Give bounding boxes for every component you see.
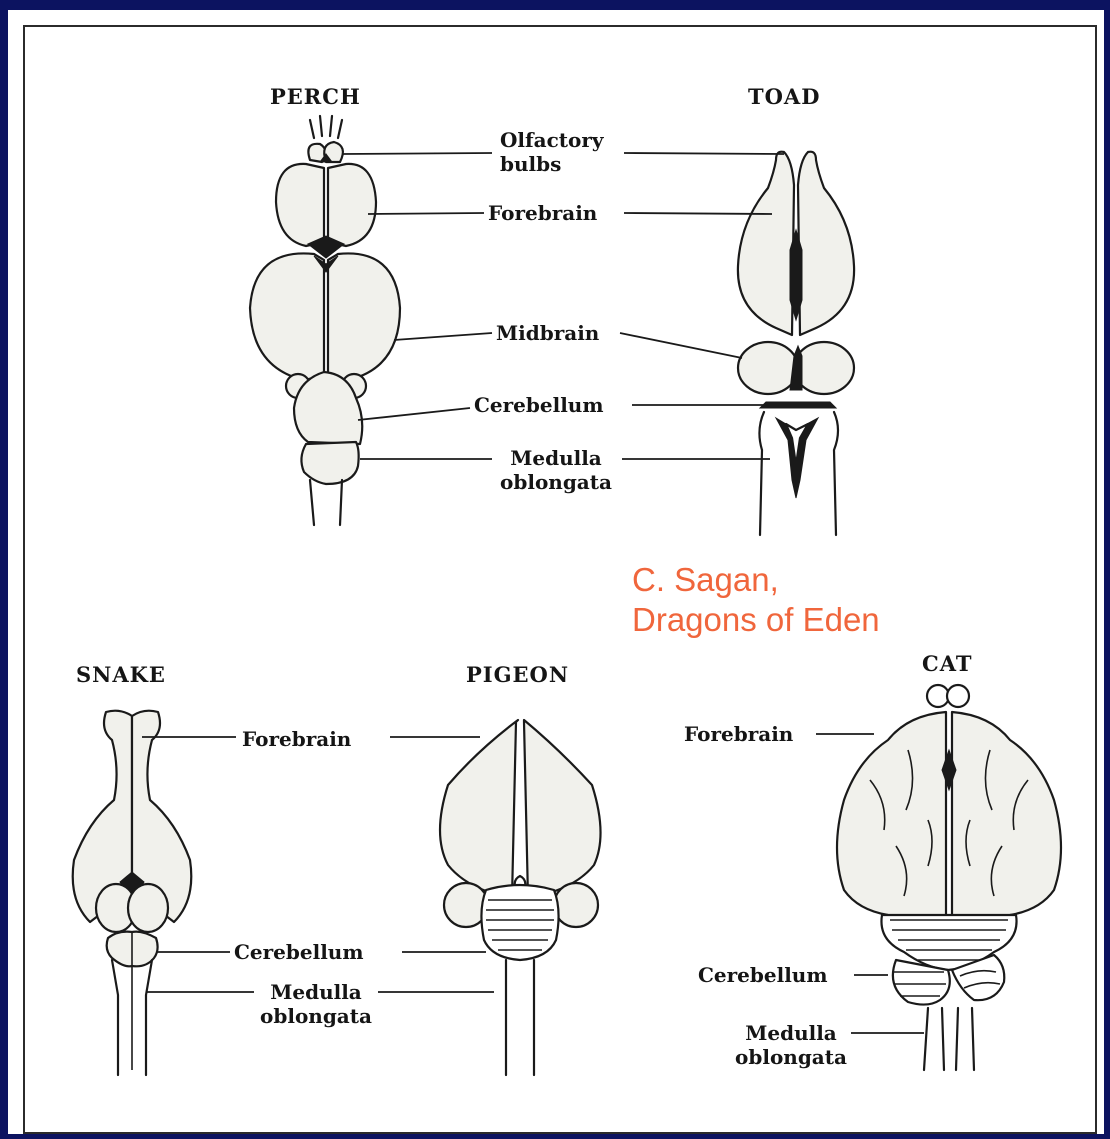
medulla-label-bottom: Medulla oblongata xyxy=(256,980,376,1028)
reference-citation: C. Sagan, Dragons of Eden xyxy=(632,560,880,640)
cat-medulla-line-1: Medulla xyxy=(732,1021,850,1045)
medulla-bottom-line-1: Medulla xyxy=(256,980,376,1004)
perch-title: PERCH xyxy=(270,84,361,109)
medulla-bottom-line-2: oblongata xyxy=(256,1004,376,1028)
medulla-label-top: Medulla oblongata xyxy=(494,446,618,494)
forebrain-label-top: Forebrain xyxy=(488,201,597,225)
cat-medulla-label: Medulla oblongata xyxy=(732,1021,850,1069)
pigeon-brain xyxy=(440,720,601,1075)
cerebellum-label-bottom: Cerebellum xyxy=(234,940,364,964)
pigeon-title: PIGEON xyxy=(466,662,569,687)
olfactory-line-1: Olfactory xyxy=(500,128,620,152)
olfactory-line-2: bulbs xyxy=(500,152,620,176)
cerebellum-label-top: Cerebellum xyxy=(474,393,604,417)
reference-line-2: Dragons of Eden xyxy=(632,600,880,640)
figure-panel: PERCH TOAD SNAKE PIGEON CAT Olfactory bu… xyxy=(8,10,1104,1134)
cat-title: CAT xyxy=(922,651,973,676)
forebrain-label-bottom: Forebrain xyxy=(242,727,351,751)
cat-medulla-line-2: oblongata xyxy=(732,1045,850,1069)
medulla-top-line-1: Medulla xyxy=(494,446,618,470)
snake-brain xyxy=(73,711,192,1075)
snake-title: SNAKE xyxy=(76,662,166,687)
toad-title: TOAD xyxy=(748,84,820,109)
reference-line-1: C. Sagan, xyxy=(632,560,880,600)
cat-cerebellum-label: Cerebellum xyxy=(698,963,828,987)
olfactory-bulbs-label: Olfactory bulbs xyxy=(500,128,620,176)
midbrain-label: Midbrain xyxy=(496,321,599,345)
toad-brain xyxy=(738,152,854,535)
brain-drawings xyxy=(8,10,1104,1134)
perch-brain xyxy=(250,116,400,525)
medulla-top-line-2: oblongata xyxy=(494,470,618,494)
cat-forebrain-label: Forebrain xyxy=(684,722,793,746)
cat-brain xyxy=(837,685,1061,1070)
